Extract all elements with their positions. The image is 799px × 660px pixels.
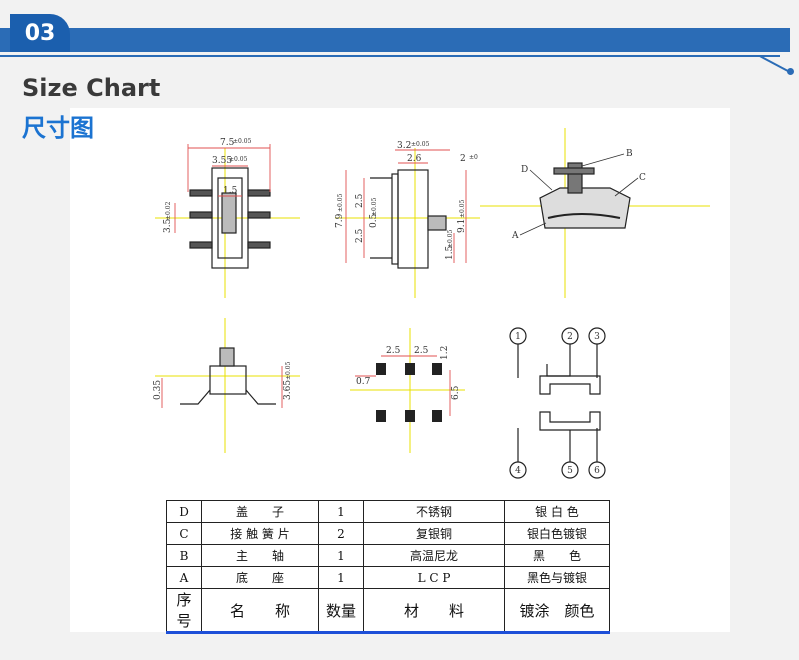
dim-tol-h: ±0.02 [165, 201, 172, 220]
pin-1: 1 [515, 332, 521, 342]
dim-05: 0.5 [369, 213, 379, 228]
table-row: C 接 触 簧 片 2 复银铜 银白色镀银 [166, 522, 610, 545]
dim-tol-91: ±0.05 [459, 199, 466, 218]
dim-tol-w: ±0.05 [233, 138, 252, 145]
top-view [189, 167, 271, 269]
header-bar [0, 28, 790, 52]
bom-finish: 黑色与镀银 [504, 566, 610, 589]
pin-3: 3 [594, 332, 600, 342]
drawing-panel: 7.5 ±0.05 3.55 ±0.05 1.5 3.5 ±0.02 3.2 [70, 108, 730, 634]
pin-6: 6 [594, 466, 600, 476]
dim-height: 3.5 [163, 218, 173, 233]
header-qty: 数量 [318, 588, 364, 634]
dim-26: 2.6 [407, 154, 422, 164]
pin-5: 5 [567, 466, 573, 476]
header-rule-tail [759, 55, 791, 73]
center-lines [155, 128, 710, 453]
bom-code: A [166, 566, 202, 589]
bom-material: 不锈钢 [363, 500, 505, 523]
header-material: 材 料 [363, 588, 505, 634]
side-view [370, 169, 447, 269]
dim-15: 1.5 [445, 245, 455, 260]
dim-65: 6.5 [451, 385, 461, 400]
bom-name: 底 座 [201, 566, 319, 589]
bom-name: 主 轴 [201, 544, 319, 567]
header-finish: 镀涂 颜色 [504, 588, 610, 634]
bom-code: D [166, 500, 202, 523]
table-row: D 盖 子 1 不锈钢 银 白 色 [166, 500, 610, 523]
section-number-badge: 03 [10, 14, 70, 52]
bom-qty: 1 [318, 500, 364, 523]
bom-qty: 2 [318, 522, 364, 545]
section-view [539, 162, 631, 229]
dim-91: 9.1 [457, 219, 467, 233]
dim-07: 0.7 [356, 377, 371, 387]
bom-finish: 银 白 色 [504, 500, 610, 523]
dim-pitch: 1.5 [223, 186, 238, 196]
dim-12: 1.2 [440, 346, 450, 360]
header-code: 序号 [166, 588, 202, 634]
technical-drawing: 7.5 ±0.05 3.55 ±0.05 1.5 3.5 ±0.02 3.2 [153, 128, 710, 479]
page-title-english: Size Chart [22, 74, 161, 102]
pin-4: 4 [515, 466, 521, 476]
bom-material: 高温尼龙 [363, 544, 505, 567]
dim-25a: 2.5 [355, 193, 365, 208]
dim-32: 3.2 [397, 141, 411, 151]
pin-2: 2 [567, 332, 573, 342]
pcb-footprint [376, 363, 442, 422]
dim-035: 0.35 [153, 380, 163, 400]
bom-code: B [166, 544, 202, 567]
dim-tol-79: ±0.05 [337, 193, 344, 212]
table-row: A 底 座 1 L C P 黑色与镀银 [166, 566, 610, 589]
header-rule-dot [787, 68, 794, 75]
circuit-diagram [509, 327, 606, 479]
table-header-row: 序号 名 称 数量 材 料 镀涂 颜色 [166, 588, 610, 634]
table-row: B 主 轴 1 高温尼龙 黑 色 [166, 544, 610, 567]
dim-p1: 2.5 [386, 346, 401, 356]
bom-finish: 银白色镀银 [504, 522, 610, 545]
dim-25b: 2.5 [355, 228, 365, 243]
label-a: A [511, 231, 519, 241]
dim-365: 3.65 [283, 380, 293, 400]
dim-inner: 3.55 [212, 156, 232, 166]
page-title-chinese: 尺寸图 [22, 114, 94, 142]
bom-finish: 黑 色 [504, 544, 610, 567]
front-view [180, 347, 276, 405]
bom-qty: 1 [318, 544, 364, 567]
dim-p2: 2.5 [414, 346, 429, 356]
dim-tol-365: ±0.05 [285, 361, 292, 380]
dim-tol-32: ±0.05 [411, 141, 430, 148]
bom-name: 盖 子 [201, 500, 319, 523]
bom-material: L C P [363, 566, 505, 589]
label-c: C [639, 173, 646, 183]
header-rule [0, 55, 780, 57]
dim-tol-05: ±0.05 [371, 197, 378, 216]
bom-name: 接 触 簧 片 [201, 522, 319, 545]
label-d: D [521, 165, 528, 175]
dim-tol-inner: ±0.05 [229, 156, 248, 163]
dim-tol-15: ±0.05 [447, 229, 454, 248]
dim-width-total: 7.5 [220, 138, 235, 148]
bill-of-materials-table: D 盖 子 1 不锈钢 银 白 色 C 接 触 簧 片 2 复银铜 银白色镀银 … [166, 500, 610, 634]
dim-2: 2 [460, 154, 466, 164]
header-name: 名 称 [201, 588, 319, 634]
dim-79: 7.9 [335, 213, 345, 228]
dim-tol-2: ±0 [469, 154, 478, 161]
bom-qty: 1 [318, 566, 364, 589]
bom-material: 复银铜 [363, 522, 505, 545]
label-b: B [626, 149, 633, 159]
bom-code: C [166, 522, 202, 545]
